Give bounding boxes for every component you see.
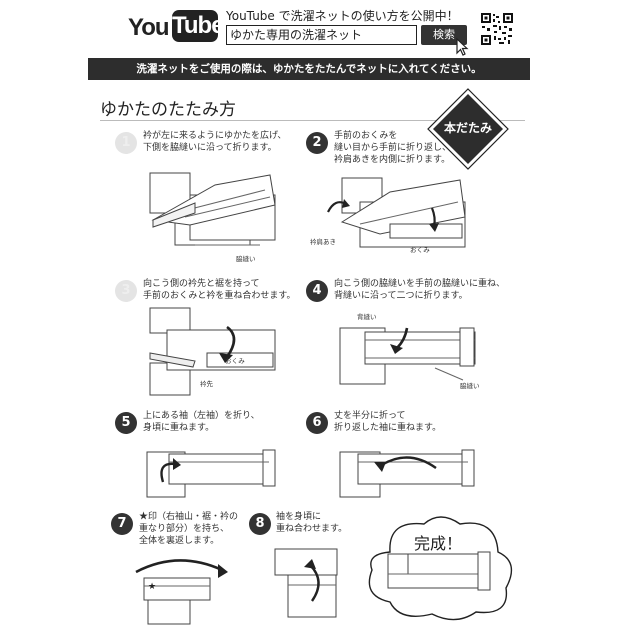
badge-diamond: [427, 88, 509, 170]
step-3-label-okumi: おくみ: [225, 357, 245, 365]
step-8-illustration: [274, 548, 338, 618]
title-underline: [100, 120, 525, 121]
step-4-number: 4: [306, 280, 328, 302]
done-text: 完成！: [414, 534, 463, 553]
page-title: ゆかたのたたみ方: [100, 100, 236, 120]
step-5-text-1: 上にある袖（左袖）を折り、: [143, 411, 260, 421]
step-2-label-okumi: おくみ: [410, 246, 430, 254]
step-3-illustration: [149, 307, 276, 396]
step-1-number: 1: [115, 132, 137, 154]
step-3-label-erisaki: 衿先: [200, 380, 213, 388]
step-8-text-2: 重ね合わせます。: [276, 524, 348, 534]
done-cloud: [368, 516, 513, 621]
step-7-illustration: [135, 559, 228, 625]
step-7-star-label: ★: [148, 582, 157, 592]
cursor-icon: [456, 37, 469, 56]
step-4-illustration: [339, 327, 476, 385]
step-7-number: 7: [111, 513, 133, 535]
step-2-text-2: 縫い目から手前に折り返し、: [334, 143, 452, 153]
qr-code-icon: [480, 12, 514, 46]
step-2-illustration: [327, 177, 466, 248]
step-6-number: 6: [306, 412, 328, 434]
step-6-text-2: 折り返した袖に重ねます。: [334, 423, 442, 433]
step-4-text-2: 背縫いに沿って二つに折ります。: [334, 291, 468, 301]
youtube-caption: YouTube で洗濯ネットの使い方を公開中！: [226, 9, 459, 23]
step-2-number: 2: [306, 132, 328, 154]
step-5-illustration: [146, 449, 276, 498]
step-5-text-2: 身頃に重ねます。: [143, 423, 215, 433]
step-1-label-wakinui: 脇縫い: [236, 255, 256, 263]
step-4-label-senui: 背縫い: [357, 313, 377, 321]
step-2-label-erikata: 衿肩あき: [310, 238, 336, 246]
youtube-logo-you: You: [128, 14, 170, 41]
step-1-illustration: [149, 172, 276, 246]
step-5-number: 5: [115, 412, 137, 434]
step-2-text-1: 手前のおくみを: [334, 131, 398, 141]
step-3-text-1: 向こう側の衿先と裾を持って: [143, 279, 260, 289]
badge-label: 本だたみ: [443, 121, 492, 135]
step-7-text-1: ★印（右袖山・裾・衿の: [139, 512, 239, 522]
search-button[interactable]: 検索: [421, 25, 467, 45]
step-6-text-1: 丈を半分に折って: [334, 411, 406, 421]
step-3-text-2: 手前のおくみと衿を重ね合わせます。: [143, 291, 296, 301]
youtube-logo: You Tube: [128, 10, 225, 46]
search-input[interactable]: ゆかた専用の洗濯ネット: [226, 25, 417, 45]
step-8-text-1: 袖を身頃に: [276, 512, 322, 522]
step-6-illustration: [339, 449, 475, 498]
step-1-text-1: 衿が左に来るようにゆかたを広げ、: [143, 131, 287, 141]
step-4-text-1: 向こう側の脇縫いを手前の脇縫いに重ね、: [334, 279, 506, 289]
step-3-number: 3: [115, 280, 137, 302]
step-2-text-3: 衿肩あきを内側に折ります。: [334, 155, 451, 165]
step-4-label-wakinui: 脇縫い: [460, 382, 480, 390]
step-1-text-2: 下側を脇縫いに沿って折ります。: [143, 143, 277, 153]
step-8-number: 8: [249, 513, 271, 535]
step-7-text-3: 全体を裏返します。: [139, 536, 220, 546]
step-7-text-2: 重なり部分）を持ち、: [139, 524, 230, 534]
youtube-logo-tube: Tube: [172, 10, 225, 42]
notice-banner: 洗濯ネットをご使用の際は、ゆかたをたたんでネットに入れてください。: [88, 58, 530, 80]
